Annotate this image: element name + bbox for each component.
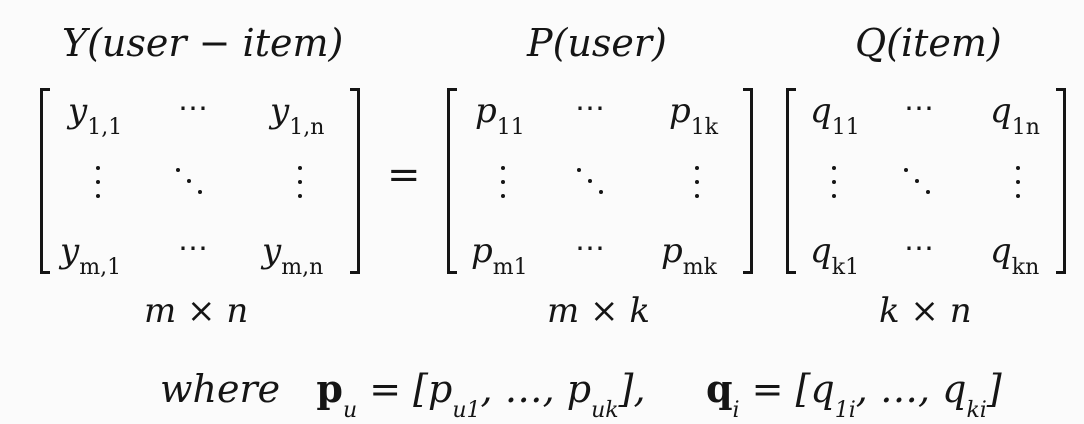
- formula-qi-last-subscript: ki: [966, 397, 987, 423]
- horizontal-ellipsis: ⋯: [178, 231, 212, 266]
- matrix-q-bottom-left-symbol: q: [810, 231, 832, 271]
- matrix-p-bottom-right-cell: pmk: [661, 231, 717, 278]
- matrix-p-bottom-left-symbol: p: [471, 231, 493, 271]
- matrix-q-bottom-right-subscript: kn: [1011, 254, 1040, 280]
- matrix-y-top-right-subscript: 1,n: [289, 114, 325, 140]
- vertical-ellipsis: [1016, 166, 1020, 200]
- matrix-p-bottom-right-subscript: mk: [682, 254, 717, 280]
- right-bracket: [1056, 88, 1066, 274]
- formula-pu-close: ],: [618, 367, 646, 411]
- matrix-y-bottom-left-cell: ym,1: [60, 231, 121, 278]
- formula-qi-open: = [q: [739, 367, 835, 411]
- right-bracket: [350, 88, 360, 274]
- matrix-y-top-right-symbol: y: [270, 91, 290, 131]
- formula-pu-subscript: u: [342, 397, 358, 423]
- formula-where-word: where: [160, 367, 281, 411]
- vertical-ellipsis: [298, 166, 302, 200]
- left-bracket: [40, 88, 50, 274]
- vertical-ellipsis: [832, 166, 836, 200]
- matrix-q-bottom-left-subscript: k1: [831, 254, 860, 280]
- matrix-y: y1,1 ⋯ y1,n ym,1 ⋯ ym,n: [40, 88, 360, 278]
- horizontal-ellipsis: ⋯: [178, 91, 212, 126]
- formula-pu-first-subscript: u1: [452, 397, 481, 423]
- matrix-y-top-left-cell: y1,1: [68, 91, 122, 138]
- formula-pu-open: = [p: [357, 367, 453, 411]
- title-q-item: Q(item): [855, 21, 1002, 65]
- diagonal-ellipsis: [176, 168, 202, 194]
- factor-definition-formula: where pu = [pu1, …, puk], qi = [q1i, …, …: [160, 367, 1002, 422]
- formula-qi-middle: , …, q: [855, 367, 967, 411]
- matrix-q-bottom-left-cell: qk1: [810, 231, 859, 278]
- matrix-y-bottom-left-symbol: y: [60, 231, 80, 271]
- matrix-q-top-left-symbol: q: [810, 91, 832, 131]
- vertical-ellipsis: [695, 166, 699, 200]
- matrix-p-bottom-left-subscript: m1: [492, 254, 528, 280]
- title-p-user: P(user): [527, 21, 667, 65]
- matrix-y-bottom-right-cell: ym,n: [262, 231, 323, 278]
- horizontal-ellipsis: ⋯: [575, 91, 609, 126]
- dimension-p: m × k: [547, 291, 650, 331]
- matrix-q-bottom-right-cell: qkn: [990, 231, 1039, 278]
- matrix-p-top-right-subscript: 1k: [690, 114, 719, 140]
- matrix-q: q11 ⋯ q1n qk1 ⋯ qkn: [786, 88, 1066, 278]
- matrix-p-top-left-cell: p11: [475, 91, 525, 138]
- right-bracket: [743, 88, 753, 274]
- equals-sign: =: [387, 152, 421, 198]
- formula-pu-middle: , …, p: [480, 367, 592, 411]
- matrix-y-bottom-right-symbol: y: [262, 231, 282, 271]
- horizontal-ellipsis: ⋯: [575, 231, 609, 266]
- formula-qi-symbol: q: [705, 366, 733, 411]
- formula-qi-subscript: i: [732, 397, 740, 423]
- matrix-p-top-left-subscript: 11: [496, 114, 525, 140]
- dimension-y: m × n: [144, 291, 249, 331]
- matrix-p-top-right-cell: p1k: [669, 91, 718, 138]
- vertical-ellipsis: [501, 166, 505, 200]
- matrix-y-top-right-cell: y1,n: [270, 91, 324, 138]
- left-bracket: [447, 88, 457, 274]
- matrix-q-top-left-cell: q11: [810, 91, 860, 138]
- vertical-ellipsis: [96, 166, 100, 200]
- title-y-user-item: Y(user − item): [62, 21, 344, 65]
- horizontal-ellipsis: ⋯: [904, 91, 938, 126]
- matrix-q-top-left-subscript: 11: [831, 114, 860, 140]
- diagonal-ellipsis: [904, 168, 930, 194]
- matrix-q-bottom-right-symbol: q: [990, 231, 1012, 271]
- diagonal-ellipsis: [577, 168, 603, 194]
- formula-pu-last-subscript: uk: [591, 397, 619, 423]
- matrix-q-top-right-cell: q1n: [990, 91, 1040, 138]
- matrix-y-top-left-subscript: 1,1: [87, 114, 123, 140]
- formula-qi-close: ]: [986, 367, 1002, 411]
- matrix-p-top-right-symbol: p: [669, 91, 691, 131]
- matrix-y-bottom-right-subscript: m,n: [281, 254, 324, 280]
- formula-qi-first-subscript: 1i: [834, 397, 856, 423]
- dimension-q: k × n: [879, 291, 972, 331]
- matrix-q-top-right-subscript: 1n: [1011, 114, 1040, 140]
- matrix-y-top-left-symbol: y: [68, 91, 88, 131]
- matrix-p-top-left-symbol: p: [475, 91, 497, 131]
- matrix-q-top-right-symbol: q: [990, 91, 1012, 131]
- matrix-p: p11 ⋯ p1k pm1 ⋯ pmk: [447, 88, 753, 278]
- horizontal-ellipsis: ⋯: [904, 231, 938, 266]
- matrix-p-bottom-left-cell: pm1: [471, 231, 528, 278]
- left-bracket: [786, 88, 796, 274]
- matrix-p-bottom-right-symbol: p: [661, 231, 683, 271]
- formula-pu-symbol: p: [316, 366, 343, 411]
- matrix-y-bottom-left-subscript: m,1: [79, 254, 122, 280]
